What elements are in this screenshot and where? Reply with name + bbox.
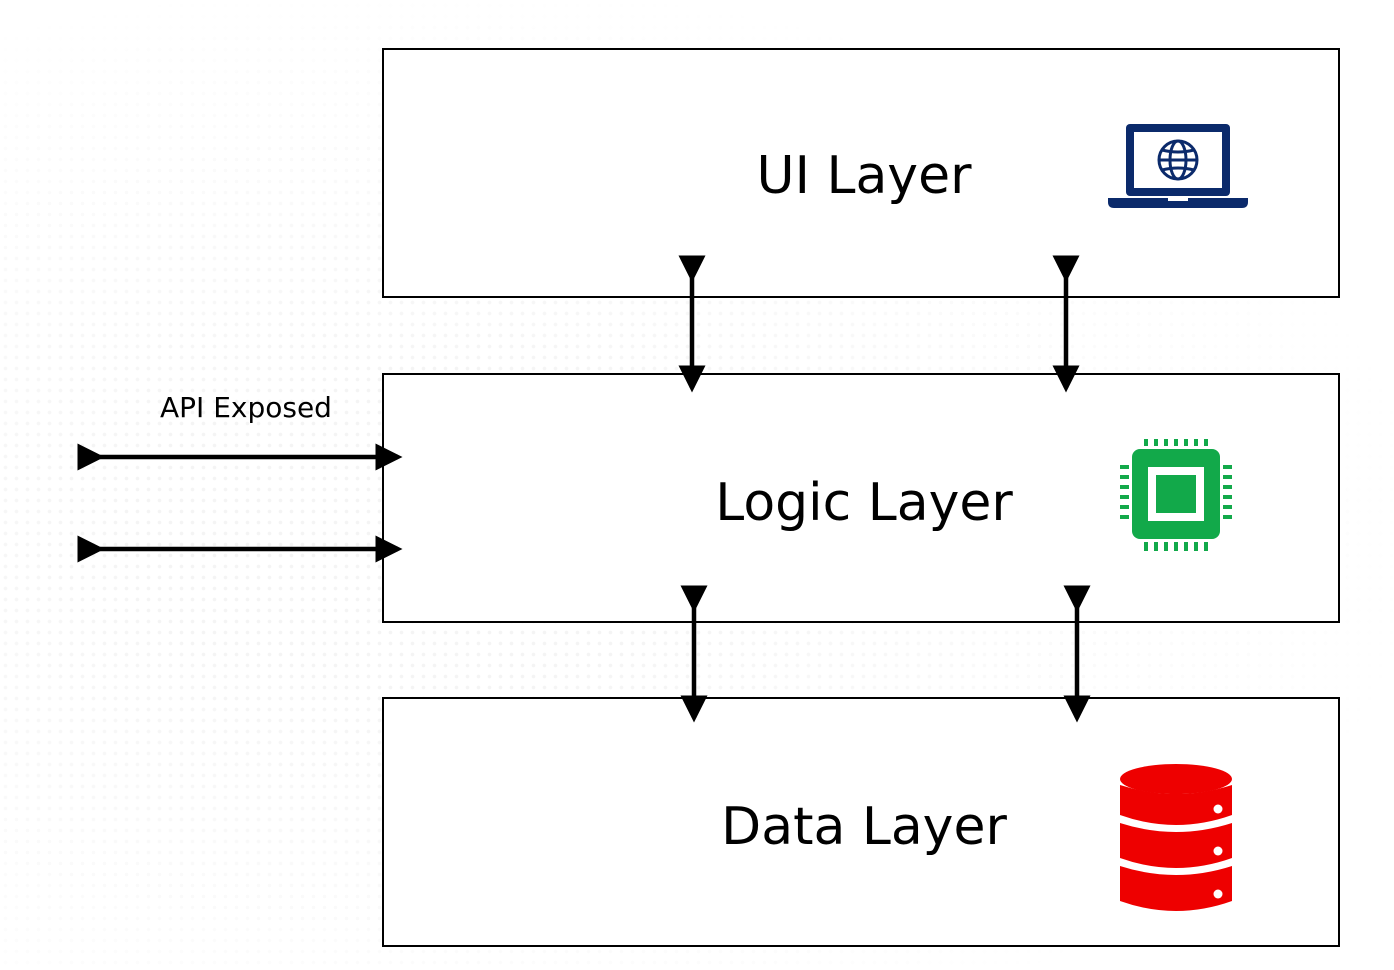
data-layer-box: Data Layer xyxy=(382,697,1340,947)
ui-layer-label: UI Layer xyxy=(756,146,972,206)
logic-layer-label: Logic Layer xyxy=(715,473,1013,533)
ui-layer-box: UI Layer xyxy=(382,48,1340,298)
logic-layer-box: Logic Layer xyxy=(382,373,1340,623)
laptop-globe-icon xyxy=(1104,114,1254,244)
cpu-chip-icon xyxy=(1104,437,1254,569)
database-icon xyxy=(1104,763,1254,911)
api-exposed-label: API Exposed xyxy=(160,391,332,424)
data-layer-label: Data Layer xyxy=(721,797,1007,857)
